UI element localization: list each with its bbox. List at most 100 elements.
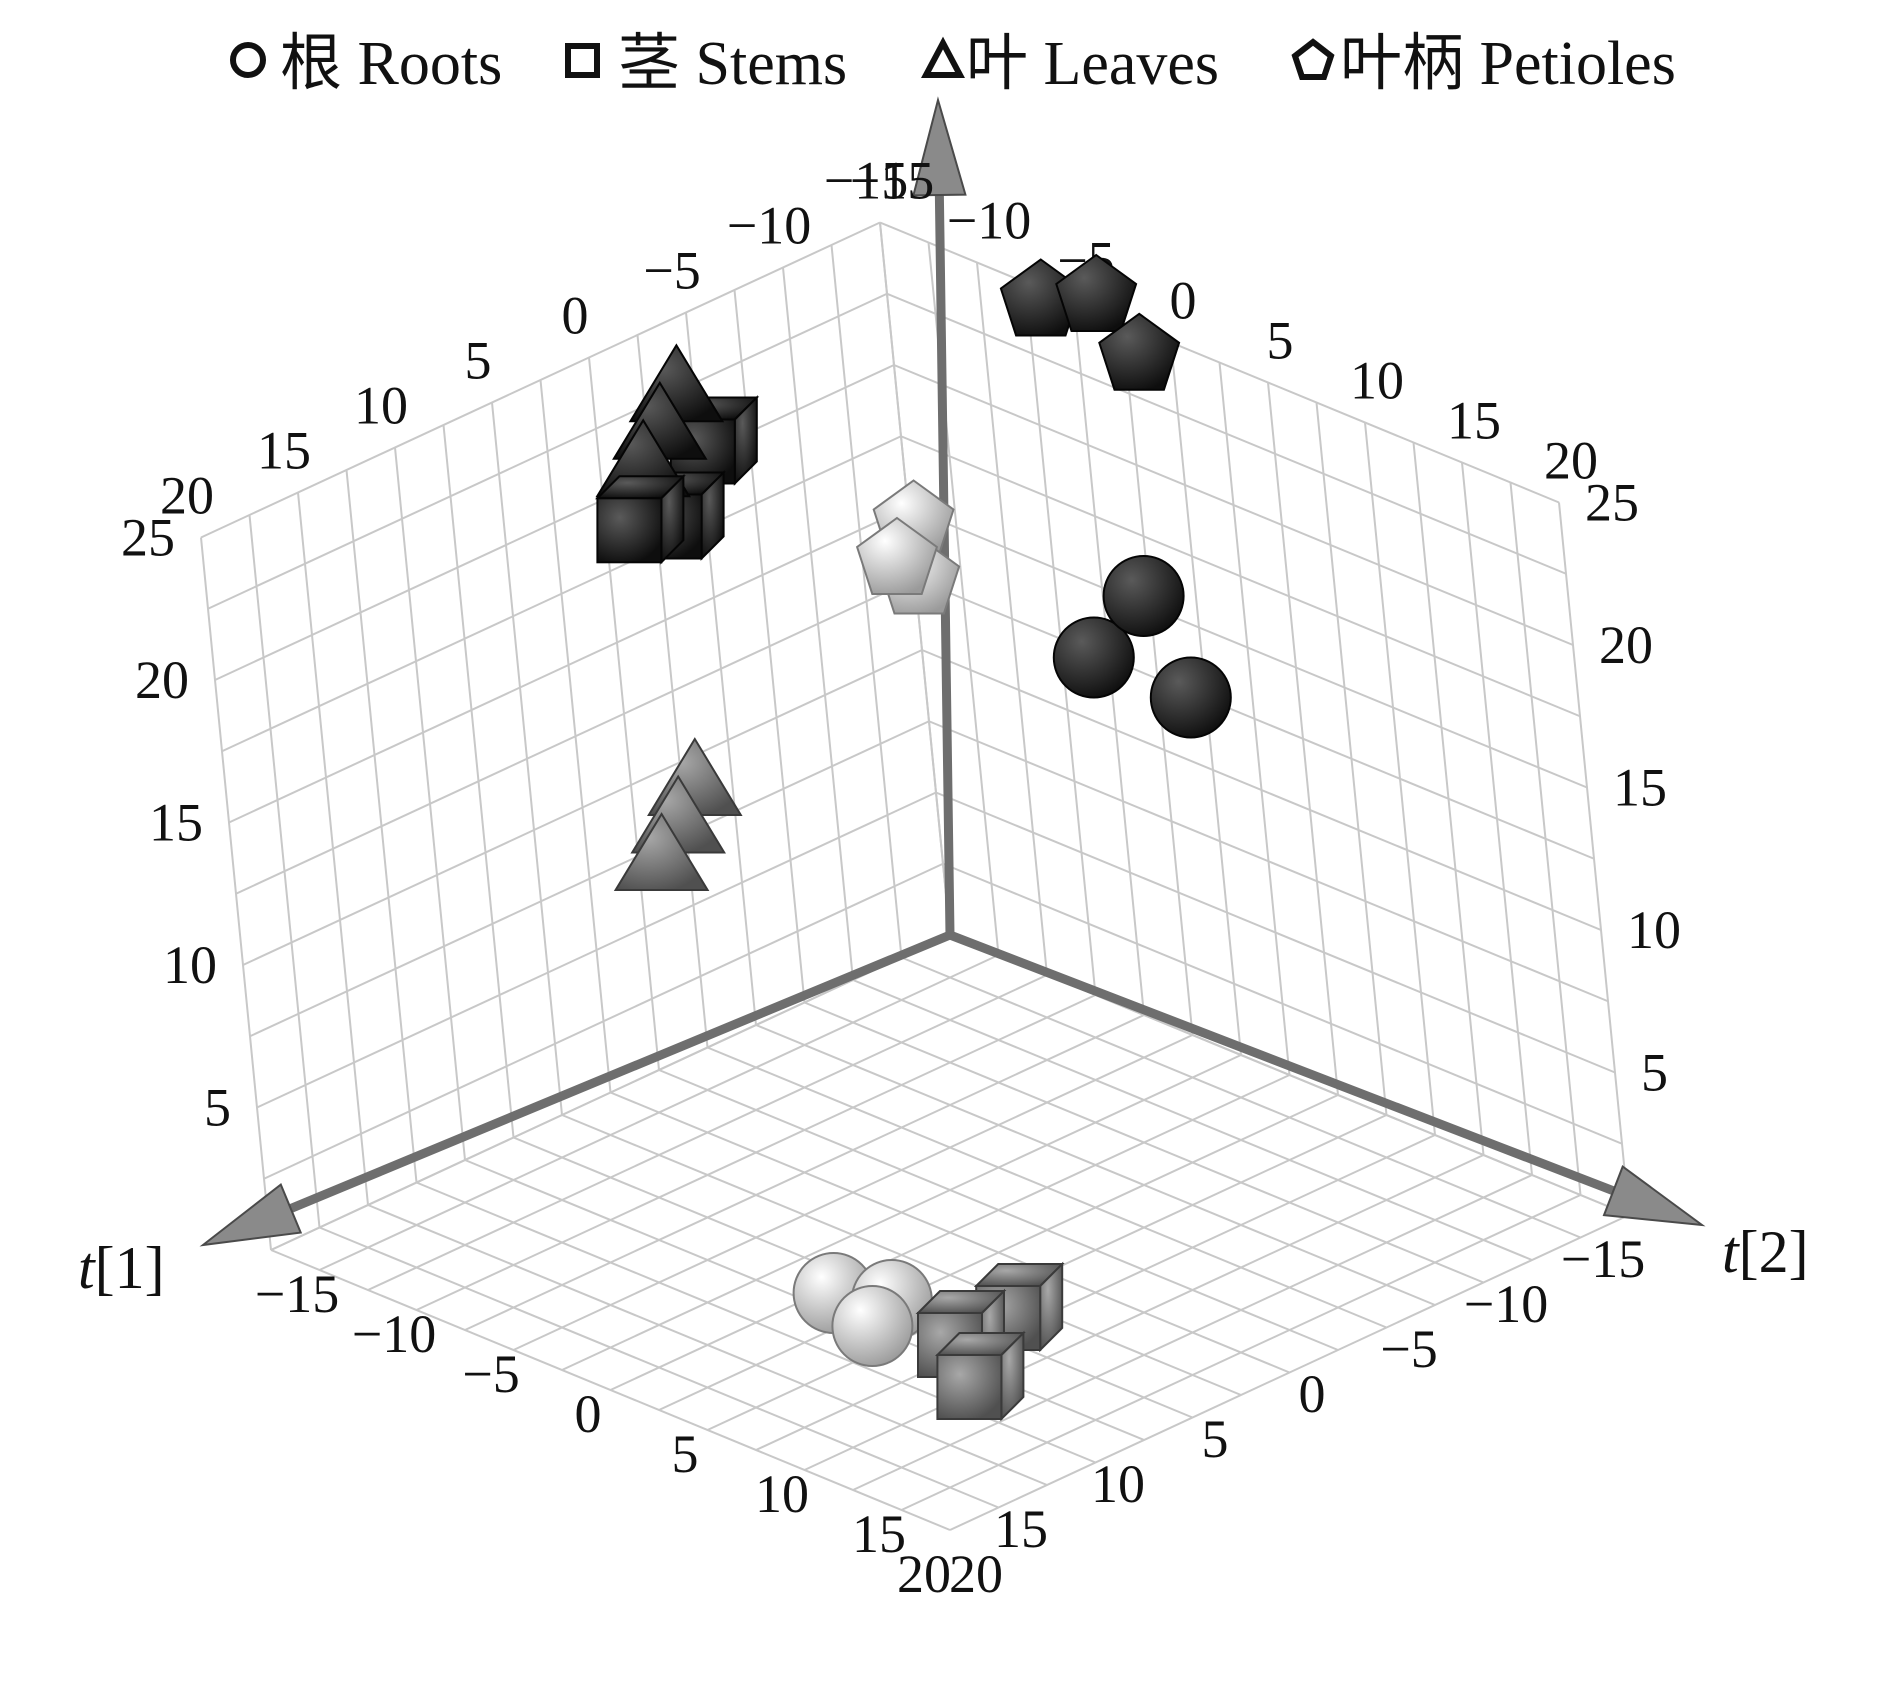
tick-label: −15 xyxy=(255,1264,339,1324)
tick-label: 5 xyxy=(1267,311,1294,371)
tick-label: 5 xyxy=(465,331,492,391)
tick-labels: −15−15−10−10−5−50055101015152020−15−15−1… xyxy=(121,151,1681,1605)
wall-grid-line xyxy=(270,934,951,1251)
tick-label: 5 xyxy=(204,1078,231,1138)
roots-marker xyxy=(1102,555,1185,637)
tick-label: 5 xyxy=(672,1424,699,1484)
tick-label: 15 xyxy=(852,1504,906,1564)
tick-label: 15 xyxy=(994,1499,1048,1559)
wall-grid-line xyxy=(893,364,1574,646)
wall-grid-line xyxy=(249,720,930,1038)
roots-marker xyxy=(1052,616,1135,699)
y-axis xyxy=(945,930,1706,1227)
tick-label: 20 xyxy=(160,466,214,526)
tick-label: 20 xyxy=(897,1544,951,1604)
tick-label: 10 xyxy=(1350,351,1404,411)
wall-grid-line xyxy=(263,862,944,1180)
legend-circle-icon xyxy=(230,42,266,78)
tick-label: −5 xyxy=(643,241,700,301)
floor-grid-line xyxy=(464,1014,1145,1331)
legend: 根 Roots 茎 Stems 叶 Leaves 叶柄 Petioles xyxy=(230,30,1676,98)
tick-label: −15 xyxy=(1561,1229,1645,1289)
wall-grid-line xyxy=(928,720,1609,1003)
petioles-marker xyxy=(1055,253,1138,332)
axes xyxy=(199,96,1706,1247)
wall-grid-line xyxy=(228,506,909,824)
leaves-marker xyxy=(613,812,710,891)
tick-label: 20 xyxy=(949,1544,1003,1604)
tick-label: 10 xyxy=(1627,900,1681,960)
y-axis-label: t[2] xyxy=(1722,1219,1809,1285)
tick-label: 15 xyxy=(1447,391,1501,451)
tick-label: 15 xyxy=(149,793,203,853)
wall-grid-line xyxy=(221,435,902,753)
wall-grid-line xyxy=(921,649,1602,931)
wall-grid-line xyxy=(942,862,1623,1145)
wall-grid-line xyxy=(914,577,1595,860)
petioles-marker xyxy=(855,516,939,595)
grid-lines xyxy=(200,221,1630,1531)
floor-grid-line xyxy=(658,1094,1339,1411)
y-axis-var: t xyxy=(1722,1219,1740,1285)
wall-grid-line xyxy=(879,221,1560,504)
tick-label: 10 xyxy=(354,376,408,436)
tick-label: −5 xyxy=(1380,1319,1437,1379)
z-axis-arrowhead xyxy=(912,96,967,197)
legend-item-stems: 茎 Stems xyxy=(565,30,847,98)
tick-label: 25 xyxy=(121,508,175,568)
floor-grid-line xyxy=(755,1134,1436,1451)
wall-grid-line xyxy=(207,292,888,610)
legend-item-roots: 根 Roots xyxy=(230,30,502,98)
x-axis-label: t[1] xyxy=(78,1235,165,1301)
tick-label: 25 xyxy=(1585,473,1639,533)
tick-label: −5 xyxy=(462,1344,519,1404)
wall-grid-line xyxy=(235,577,916,895)
wall-grid-line xyxy=(200,221,881,539)
tick-label: −15 xyxy=(850,151,934,211)
y-axis-index: [2] xyxy=(1739,1219,1809,1285)
legend-pentagon-icon xyxy=(1291,38,1335,80)
tick-label: 15 xyxy=(257,421,311,481)
floor-grid-line xyxy=(416,994,1096,1311)
legend-item-petioles: 叶柄 Petioles xyxy=(1291,30,1676,98)
tick-label: 20 xyxy=(1544,431,1598,491)
wall-grid-line xyxy=(886,292,1567,575)
tick-label: 0 xyxy=(1170,271,1197,331)
tick-label: −10 xyxy=(947,191,1031,251)
roots-marker xyxy=(831,1285,914,1367)
wall-grid-line xyxy=(214,364,895,681)
legend-label: 根 Roots xyxy=(280,30,502,98)
wall-grid-line xyxy=(907,506,1588,789)
tick-label: 15 xyxy=(1613,758,1667,818)
legend-item-leaves: 叶 Leaves xyxy=(921,30,1219,98)
y-axis-line xyxy=(945,930,1618,1196)
y-axis-arrowhead xyxy=(1602,1165,1706,1227)
tick-label: 5 xyxy=(1641,1043,1668,1103)
wall-grid-line xyxy=(900,435,1581,718)
legend-label: 叶柄 Petioles xyxy=(1340,30,1676,98)
tick-label: 20 xyxy=(1599,615,1653,675)
tick-label: −15 xyxy=(824,151,908,211)
floor-grid-line xyxy=(319,954,999,1271)
floor-grid-line xyxy=(804,1154,1484,1471)
tick-label: −10 xyxy=(352,1304,436,1364)
tick-label: 20 xyxy=(135,650,189,710)
x-axis-arrowhead xyxy=(199,1183,303,1247)
tick-label: 0 xyxy=(562,286,589,346)
floor-grid-line xyxy=(561,1054,1242,1371)
tick-label: 10 xyxy=(1091,1454,1145,1514)
legend-square-icon xyxy=(565,43,600,78)
roots-marker xyxy=(1149,656,1232,739)
x-axis-index: [1] xyxy=(95,1235,165,1301)
legend-triangle-icon xyxy=(921,36,965,78)
tick-label: −10 xyxy=(1464,1274,1548,1334)
x-axis xyxy=(199,930,955,1247)
tick-label: 10 xyxy=(755,1464,809,1524)
floor-grid-line xyxy=(949,1214,1630,1531)
stems-marker xyxy=(596,497,663,564)
legend-label: 叶 Leaves xyxy=(966,30,1219,98)
tick-label: 0 xyxy=(575,1384,602,1444)
petioles-marker xyxy=(1098,312,1181,391)
